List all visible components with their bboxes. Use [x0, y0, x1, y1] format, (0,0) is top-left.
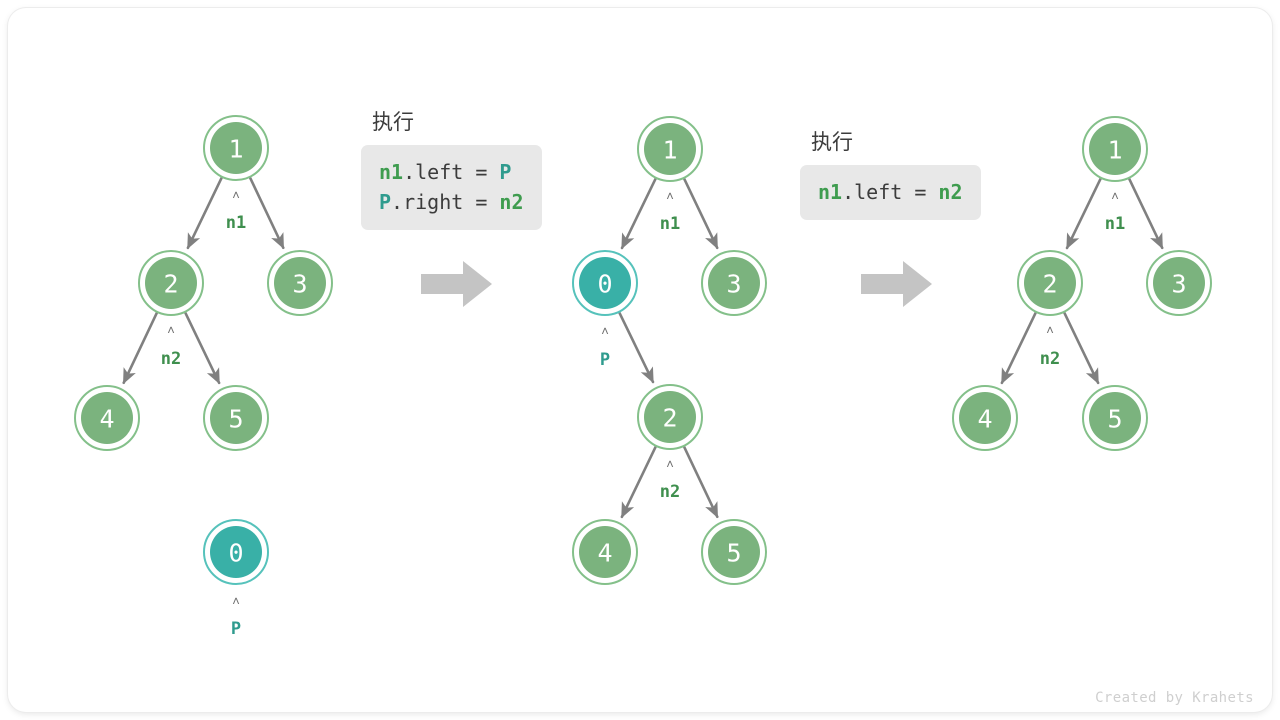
execute-label: 执行 [372, 110, 414, 134]
code-line: P.right = n2 [379, 187, 524, 217]
pointer-label-n1: n1 [226, 213, 246, 233]
pointer-caret-icon: ˄ [1046, 324, 1054, 339]
tree-node-value: 0 [597, 270, 612, 299]
tree-node-3[interactable]: 3 [267, 250, 333, 316]
tree-edge [1000, 311, 1037, 385]
code-line: n1.left = n2 [818, 177, 963, 207]
execute-label: 执行 [811, 130, 853, 154]
pointer-caret-icon: ˄ [167, 324, 175, 339]
tree-node-value: 3 [292, 270, 307, 299]
code-token: P [499, 160, 512, 184]
tree-edge [682, 177, 719, 250]
binary-tree-diagram-layer: 1 2 3 4 5 0 ˄ n1 ˄ n2 ˄ P 1 0 3 2 4 5 ˄ n1 ˄ P ˄ n2 1 2 3 4 5 ˄ n1 ˄ n2 [74, 115, 1212, 639]
tree-initial-state: 1 2 3 4 5 0 ˄ n1 ˄ n2 ˄ P [74, 115, 333, 639]
tree-edge [618, 311, 655, 384]
tree-after-insert-links: 1 0 3 2 4 5 ˄ n1 ˄ P ˄ n2 [572, 116, 767, 585]
tree-node-4[interactable]: 4 [74, 385, 140, 451]
tree-edge [248, 176, 285, 250]
tree-node-2[interactable]: 2 [1017, 250, 1083, 316]
tree-node-4[interactable]: 4 [572, 519, 638, 585]
tree-node-0[interactable]: 0 [203, 519, 269, 585]
pointer-caret-icon: ˄ [666, 190, 674, 205]
pointer-label-n1: n1 [660, 214, 680, 234]
tree-node-value: 1 [228, 135, 243, 164]
tree-node-5[interactable]: 5 [203, 385, 269, 451]
tree-node-value: 5 [228, 405, 243, 434]
tree-node-0[interactable]: 0 [572, 250, 638, 316]
watermark-credit: Created by Krahets [1095, 690, 1254, 706]
tree-edge [1127, 177, 1164, 250]
step-arrow-icon [861, 261, 932, 307]
code-token: P [379, 190, 392, 214]
code-token: .left = [403, 160, 500, 184]
pointer-caret-icon: ˄ [232, 189, 240, 204]
code-token: n2 [938, 180, 963, 204]
pointer-label-n2: n2 [660, 482, 680, 502]
code-line: n1.left = P [379, 157, 524, 187]
tree-node-2[interactable]: 2 [138, 250, 204, 316]
tree-node-value: 4 [597, 539, 612, 568]
tree-edge [122, 311, 159, 385]
code-snippet-box: n1.left = n2 [800, 165, 981, 220]
tree-node-value: 2 [1042, 270, 1057, 299]
code-token: n1 [818, 180, 843, 204]
pointer-label-n1: n1 [1105, 214, 1125, 234]
tree-node-value: 4 [977, 405, 992, 434]
pointer-caret-icon: ˄ [601, 325, 609, 340]
tree-node-value: 1 [662, 136, 677, 165]
tree-node-5[interactable]: 5 [701, 519, 767, 585]
tree-node-value: 2 [163, 270, 178, 299]
code-token: .right = [391, 190, 500, 214]
tree-node-2[interactable]: 2 [637, 384, 703, 450]
tree-node-value: 0 [228, 539, 243, 568]
code-token: n2 [499, 190, 524, 214]
tree-node-5[interactable]: 5 [1082, 385, 1148, 451]
tree-edge [620, 445, 657, 519]
tree-node-4[interactable]: 4 [952, 385, 1018, 451]
tree-node-1[interactable]: 1 [637, 116, 703, 182]
tree-after-restore: 1 2 3 4 5 ˄ n1 ˄ n2 [952, 116, 1212, 451]
pointer-label-P: P [600, 350, 610, 370]
tree-edge [682, 445, 719, 519]
pointer-label-n2: n2 [161, 349, 181, 369]
tree-node-1[interactable]: 1 [1082, 116, 1148, 182]
pointer-caret-icon: ˄ [232, 595, 240, 610]
tree-node-1[interactable]: 1 [203, 115, 269, 181]
pointer-caret-icon: ˄ [666, 458, 674, 473]
pointer-label-n2: n2 [1040, 349, 1060, 369]
tree-node-value: 2 [662, 404, 677, 433]
tree-node-value: 5 [726, 539, 741, 568]
tree-node-value: 3 [1171, 270, 1186, 299]
code-token: n1 [379, 160, 404, 184]
step-arrow-icon [421, 261, 492, 307]
tree-node-value: 1 [1107, 136, 1122, 165]
tree-edge [1063, 311, 1100, 385]
tree-node-3[interactable]: 3 [701, 250, 767, 316]
tree-node-3[interactable]: 3 [1146, 250, 1212, 316]
tree-node-value: 5 [1107, 405, 1122, 434]
tree-node-value: 3 [726, 270, 741, 299]
tree-edge [184, 311, 221, 385]
tree-edge [1065, 177, 1102, 250]
tree-edge [186, 176, 223, 250]
tree-node-value: 4 [99, 405, 114, 434]
code-token: .left = [842, 180, 939, 204]
pointer-label-P: P [231, 619, 241, 639]
pointer-caret-icon: ˄ [1111, 190, 1119, 205]
tree-edge [620, 177, 657, 250]
